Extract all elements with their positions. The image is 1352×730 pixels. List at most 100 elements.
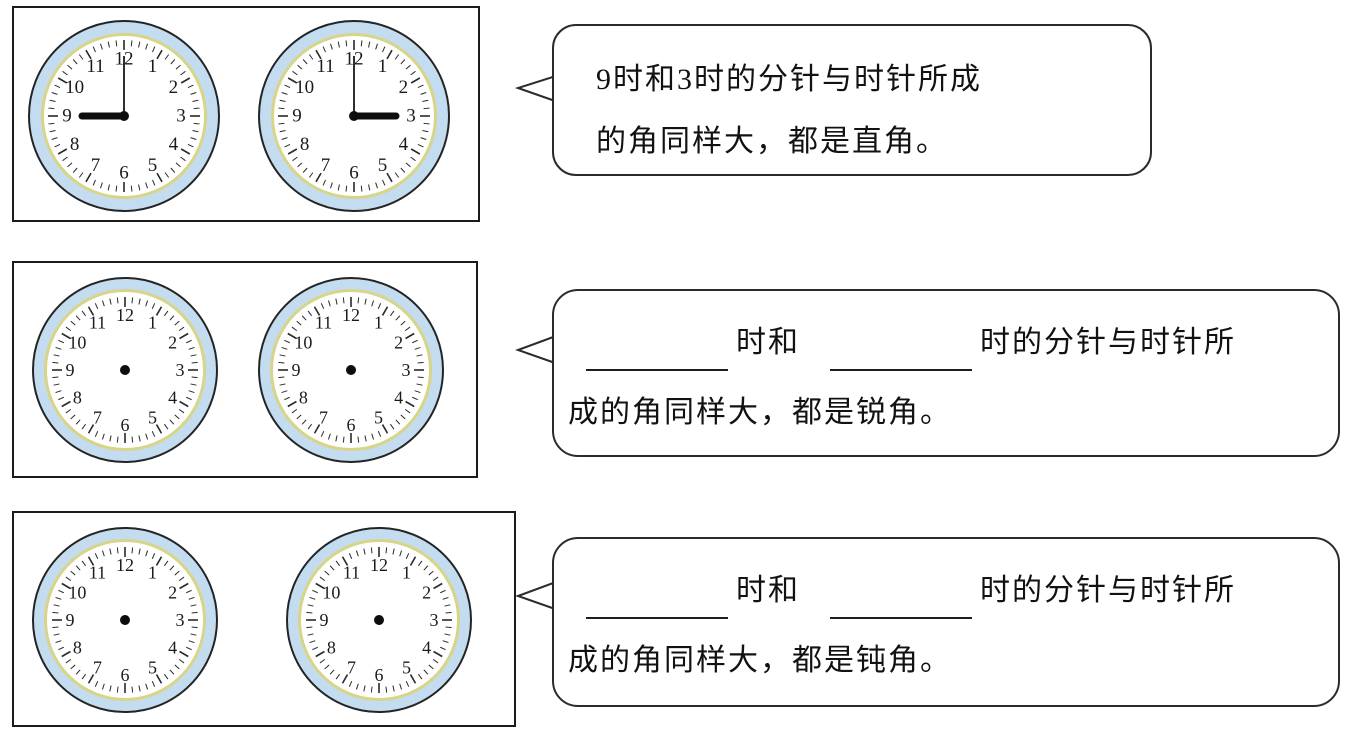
clock-numeral-3: 3 — [406, 106, 416, 127]
clock-numeral-8: 8 — [70, 134, 80, 155]
clock-numeral-10: 10 — [68, 583, 86, 603]
answer-blank-3a[interactable] — [586, 617, 728, 619]
clock-numeral-1: 1 — [148, 562, 157, 582]
clock-center-pivot — [120, 365, 130, 375]
clock-numeral-11: 11 — [343, 562, 360, 582]
clock-numeral-10: 10 — [322, 583, 340, 603]
clock-numeral-4: 4 — [168, 388, 177, 408]
clock-numeral-7: 7 — [93, 408, 102, 428]
clock-numeral-5: 5 — [374, 408, 383, 428]
clock-numeral-7: 7 — [347, 658, 356, 678]
bubble-3-line-2: 成的角同样大，都是钝角。 — [568, 644, 952, 677]
clock-numeral-6: 6 — [121, 415, 130, 435]
clock-numeral-6: 6 — [375, 665, 384, 685]
clock-numeral-11: 11 — [315, 312, 332, 332]
clock-numeral-9: 9 — [320, 610, 329, 630]
clock-center-pivot — [346, 365, 356, 375]
clock-numeral-4: 4 — [169, 134, 179, 155]
clock-numeral-5: 5 — [148, 658, 157, 678]
clock-numeral-6: 6 — [119, 163, 129, 184]
clock-numeral-11: 11 — [89, 562, 106, 582]
clock-numeral-2: 2 — [399, 77, 409, 98]
clock-numeral-3: 3 — [402, 360, 411, 380]
clock-numeral-9: 9 — [62, 106, 72, 127]
bubble-1-line-2: 的角同样大，都是直角。 — [596, 125, 948, 158]
clock-numeral-8: 8 — [73, 638, 82, 658]
clock-center-pivot — [349, 111, 359, 121]
clock-numeral-12: 12 — [116, 305, 134, 325]
clock-numeral-7: 7 — [321, 155, 331, 176]
clock-numeral-8: 8 — [327, 638, 336, 658]
clock-numeral-9: 9 — [292, 106, 302, 127]
clock-numeral-3: 3 — [176, 360, 185, 380]
clock-numeral-9: 9 — [292, 360, 301, 380]
clock-numeral-9: 9 — [66, 360, 75, 380]
clock-numeral-2: 2 — [422, 583, 431, 603]
clock-numeral-11: 11 — [86, 56, 104, 77]
clock-numeral-3: 3 — [430, 610, 439, 630]
clock-numeral-6: 6 — [349, 163, 359, 184]
clock-numeral-12: 12 — [342, 305, 360, 325]
clock-center-pivot — [119, 111, 129, 121]
clock-numeral-1: 1 — [402, 562, 411, 582]
clock-numeral-4: 4 — [422, 638, 431, 658]
clock-numeral-8: 8 — [299, 388, 308, 408]
clock-numeral-12: 12 — [116, 555, 134, 575]
clock-numeral-5: 5 — [402, 658, 411, 678]
clock-numeral-5: 5 — [378, 155, 388, 176]
clock-numeral-3: 3 — [176, 610, 185, 630]
clock-numeral-10: 10 — [65, 77, 84, 98]
clock-numeral-4: 4 — [394, 388, 403, 408]
clock-numeral-11: 11 — [89, 312, 106, 332]
clock-numeral-5: 5 — [148, 155, 158, 176]
bubble-2-line-1-tail: 时的分针与时针所 — [980, 326, 1236, 359]
clock-numeral-5: 5 — [148, 408, 157, 428]
speech-bubble-fill-in-2: 时和 时的分针与时针所 成的角同样大，都是锐角。 — [552, 289, 1340, 457]
speech-bubble-statement-1: 9时和3时的分针与时针所成 的角同样大，都是直角。 — [552, 24, 1152, 176]
clock-numeral-7: 7 — [319, 408, 328, 428]
clock-numeral-2: 2 — [168, 583, 177, 603]
clock-numeral-1: 1 — [148, 56, 158, 77]
clock-numeral-8: 8 — [73, 388, 82, 408]
clock-numeral-6: 6 — [347, 415, 356, 435]
clock-numeral-10: 10 — [295, 77, 314, 98]
answer-blank-2b[interactable] — [830, 369, 972, 371]
clock-numeral-1: 1 — [374, 312, 383, 332]
answer-blank-2a[interactable] — [586, 369, 728, 371]
clock-numeral-10: 10 — [294, 333, 312, 353]
clock-numeral-12: 12 — [370, 555, 388, 575]
clock-numeral-2: 2 — [394, 333, 403, 353]
clock-numeral-1: 1 — [378, 56, 388, 77]
clock-numeral-10: 10 — [68, 333, 86, 353]
clock-numeral-11: 11 — [316, 56, 334, 77]
clock-numeral-7: 7 — [93, 658, 102, 678]
clock-center-pivot — [374, 615, 384, 625]
clock-numeral-4: 4 — [168, 638, 177, 658]
clock-numeral-9: 9 — [66, 610, 75, 630]
clock-center-pivot — [120, 615, 130, 625]
clock-numeral-1: 1 — [148, 312, 157, 332]
bubble-1-line-1: 9时和3时的分针与时针所成 — [596, 63, 982, 96]
bubble-2-line-2: 成的角同样大，都是锐角。 — [568, 396, 952, 429]
answer-blank-3b[interactable] — [830, 617, 972, 619]
clock-numeral-2: 2 — [168, 333, 177, 353]
clock-numeral-4: 4 — [399, 134, 409, 155]
clock-numeral-7: 7 — [91, 155, 101, 176]
clock-numeral-2: 2 — [169, 77, 179, 98]
clock-numeral-3: 3 — [176, 106, 186, 127]
